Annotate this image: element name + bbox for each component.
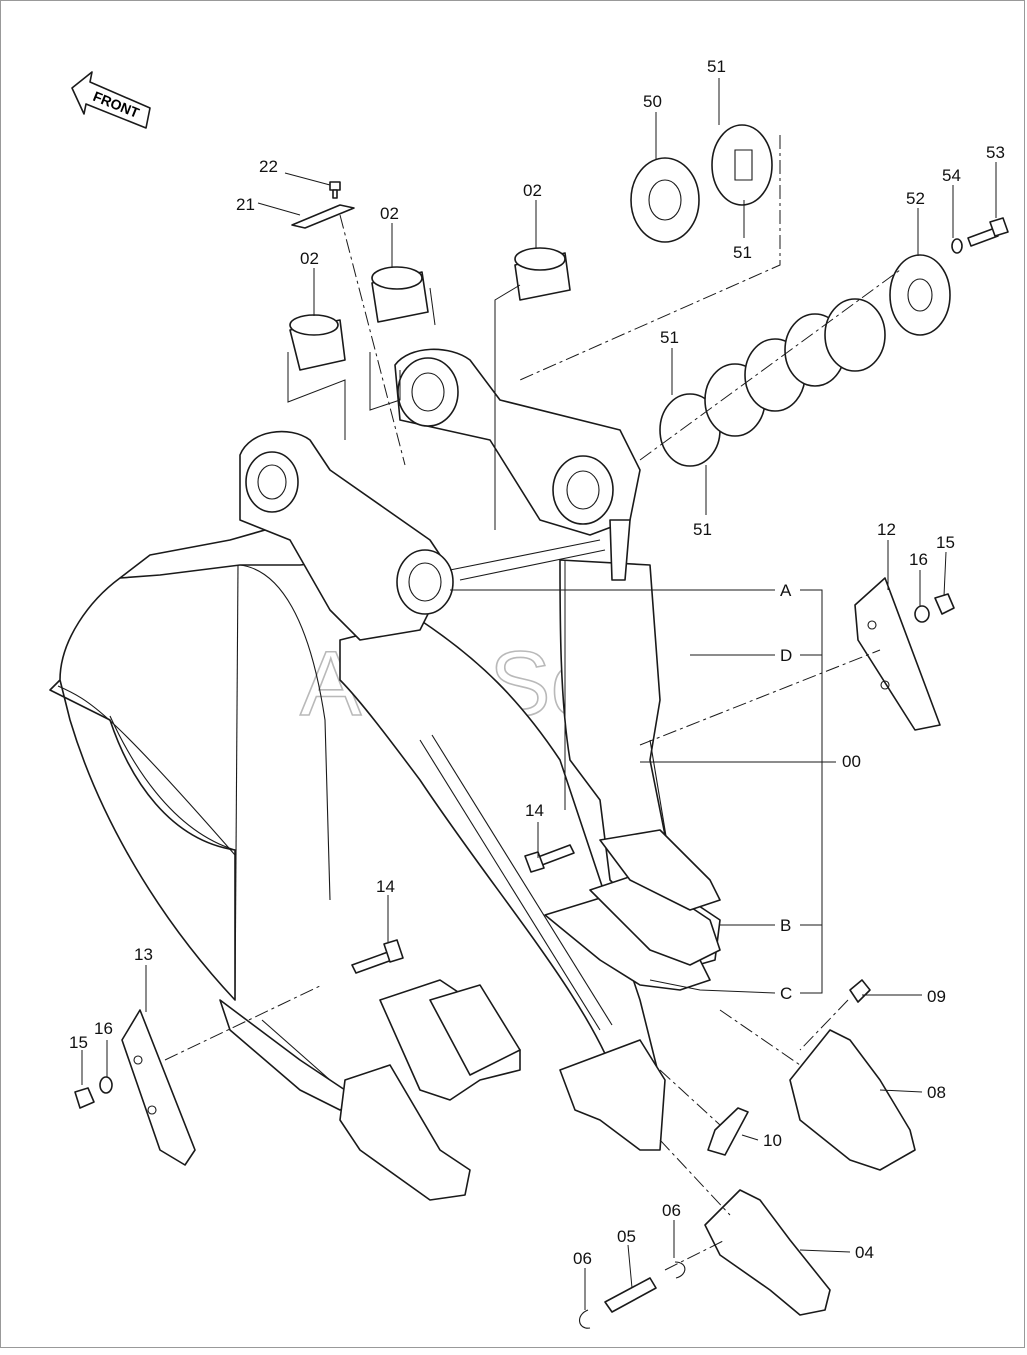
callout-02-mid: 02 bbox=[380, 204, 399, 223]
plate-50 bbox=[630, 157, 700, 243]
name-plate-parts bbox=[291, 181, 406, 466]
plate-52 bbox=[889, 254, 951, 336]
callout-04: 04 bbox=[855, 1243, 874, 1262]
callout-05: 05 bbox=[617, 1227, 636, 1246]
callout-52: 52 bbox=[906, 189, 925, 208]
callout-15-left: 15 bbox=[69, 1033, 88, 1052]
washer-54 bbox=[951, 238, 963, 254]
screw-22 bbox=[329, 181, 341, 199]
callout-labels: 22 21 02 02 02 50 51 51 51 51 52 54 53 1… bbox=[69, 57, 1005, 1268]
clip-06-left bbox=[579, 1309, 591, 1329]
bushing-02-mid bbox=[371, 266, 429, 323]
callout-13: 13 bbox=[134, 945, 153, 964]
tooth-04 bbox=[704, 1189, 831, 1316]
letter-c: C bbox=[780, 984, 792, 1003]
callout-21: 21 bbox=[236, 195, 255, 214]
callout-06-right: 06 bbox=[662, 1201, 681, 1220]
plate-21 bbox=[291, 204, 355, 229]
bushing-02-right bbox=[514, 247, 571, 301]
bucket-teeth bbox=[339, 829, 721, 1201]
callout-16-left: 16 bbox=[94, 1019, 113, 1038]
callout-22: 22 bbox=[259, 157, 278, 176]
callout-08: 08 bbox=[927, 1083, 946, 1102]
bolt-53 bbox=[967, 217, 1009, 247]
callout-51-stack-top: 51 bbox=[660, 328, 679, 347]
callout-02-right: 02 bbox=[523, 181, 542, 200]
bucket-body bbox=[49, 519, 721, 1111]
callout-54: 54 bbox=[942, 166, 961, 185]
callout-51-top: 51 bbox=[707, 57, 726, 76]
letter-a: A bbox=[780, 581, 792, 600]
callout-09: 09 bbox=[927, 987, 946, 1006]
callout-51-stack-bottom: 51 bbox=[693, 520, 712, 539]
callout-51-mid: 51 bbox=[733, 243, 752, 262]
bolt-14-lower bbox=[351, 939, 404, 974]
pin-bosses bbox=[239, 348, 641, 641]
nut-washer-15-16-right bbox=[914, 593, 955, 623]
callout-12: 12 bbox=[877, 520, 896, 539]
adapter-08 bbox=[789, 1029, 916, 1171]
leader-lines bbox=[81, 78, 997, 1310]
callout-00: 00 bbox=[842, 752, 861, 771]
callout-14-lower: 14 bbox=[376, 877, 395, 896]
callout-10: 10 bbox=[763, 1131, 782, 1150]
pin-05 bbox=[604, 1277, 657, 1313]
callout-14-upper: 14 bbox=[525, 801, 544, 820]
side-cutter-12 bbox=[854, 577, 941, 731]
lock-10 bbox=[707, 1107, 749, 1156]
nut-washer-15-16-left bbox=[74, 1076, 113, 1109]
callout-16-right: 16 bbox=[909, 550, 928, 569]
bushing-parts bbox=[287, 247, 571, 530]
letter-d: D bbox=[780, 646, 792, 665]
callout-50: 50 bbox=[643, 92, 662, 111]
letter-b: B bbox=[780, 916, 791, 935]
shim-stack bbox=[519, 124, 1009, 467]
bolt-14-upper bbox=[524, 844, 575, 873]
callout-53: 53 bbox=[986, 143, 1005, 162]
callout-06-left: 06 bbox=[573, 1249, 592, 1268]
callout-02-left: 02 bbox=[300, 249, 319, 268]
pin-09 bbox=[849, 979, 871, 1003]
clip-06-right bbox=[674, 1261, 686, 1279]
shim-51-top bbox=[711, 124, 773, 206]
bushing-02-left bbox=[289, 314, 346, 371]
callout-15-right: 15 bbox=[936, 533, 955, 552]
side-cutter-13 bbox=[121, 1009, 196, 1166]
